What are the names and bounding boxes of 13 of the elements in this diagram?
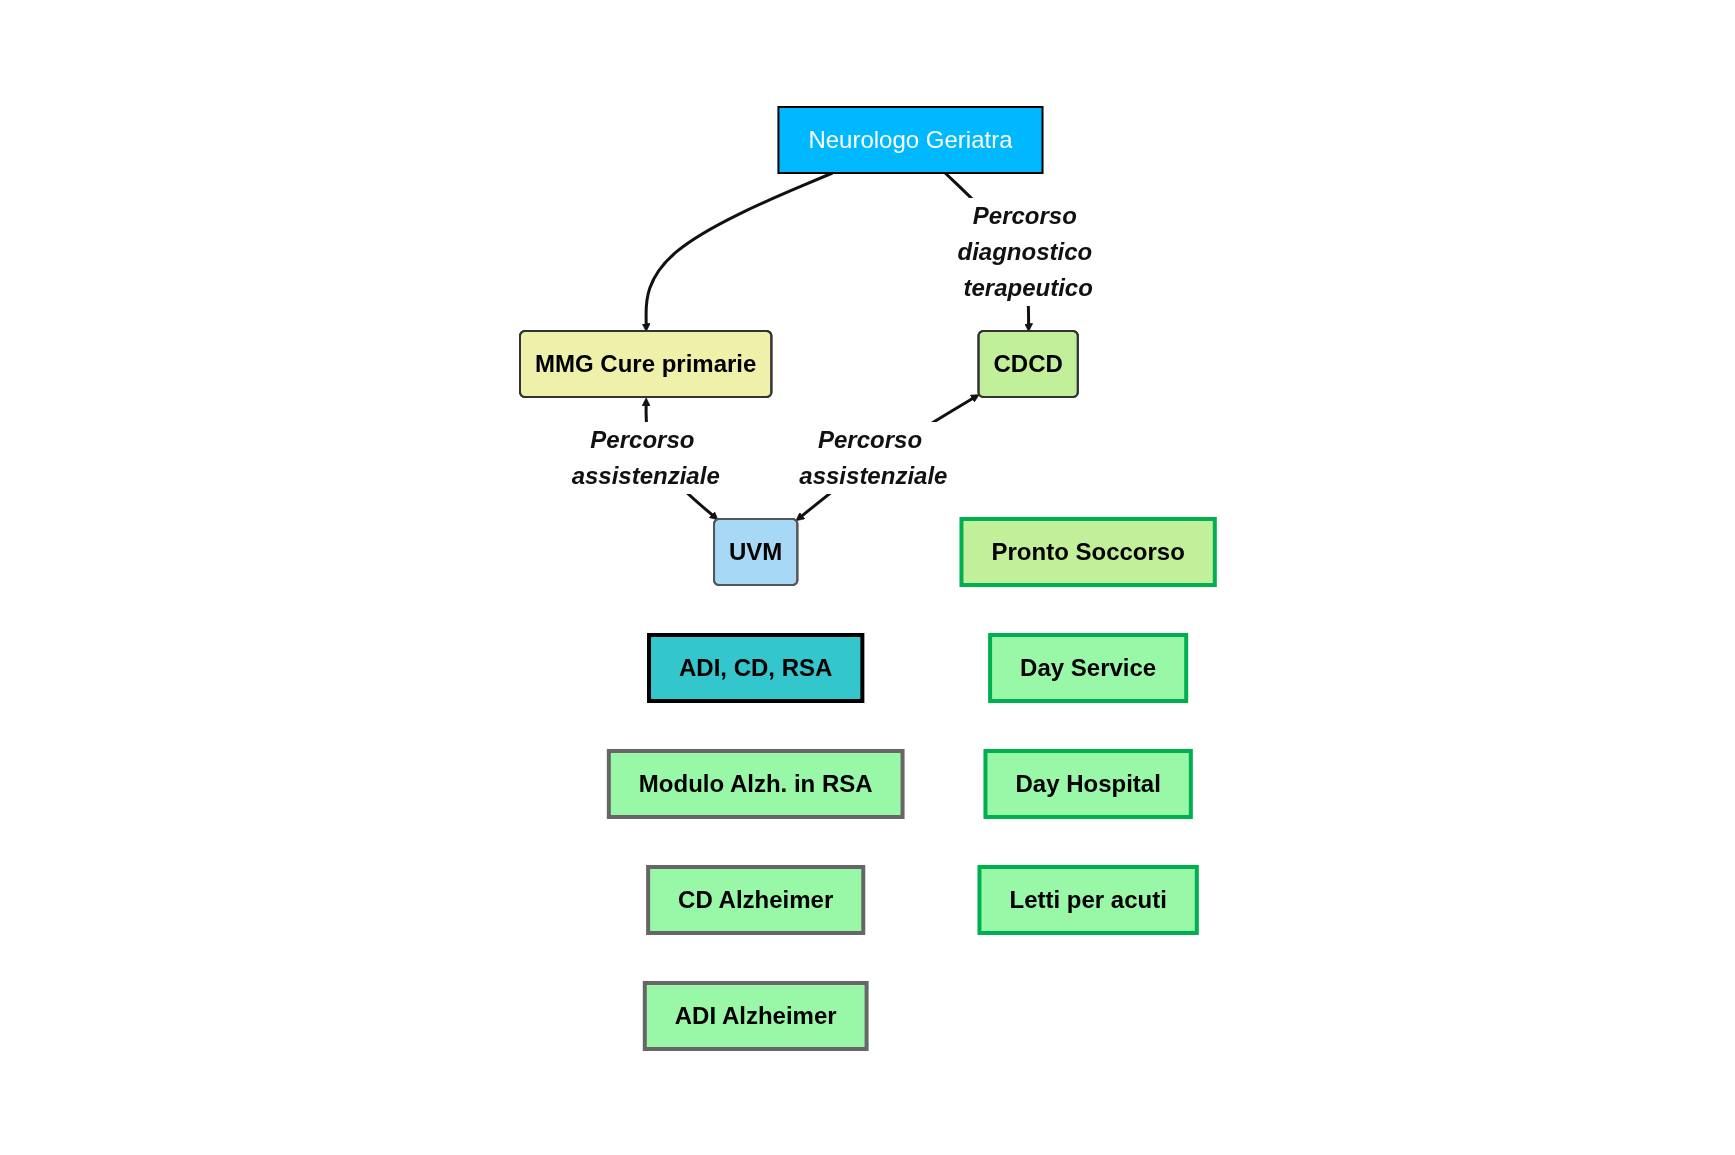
node-box: ADI, CD, RSA [647,632,865,703]
node-box: Day Service [988,632,1189,703]
node-box: CD Alzheimer [646,864,866,935]
node-box: Pronto Soccorso [959,516,1217,587]
node-box: Letti per acuti [977,864,1199,935]
edge-label: Percorso diagnostico terapeutico [957,201,1093,301]
arrow [641,171,834,332]
node-box: Day Hospital [983,748,1193,819]
node-box: Modulo Alzh. in RSA [606,748,905,819]
edge-label: Percorso assistenziale [571,425,720,489]
edge-label: Percorso assistenziale [799,425,948,489]
node-box: ADI Alzheimer [642,980,869,1051]
node-box: Neurologo Geriatra [777,105,1044,174]
